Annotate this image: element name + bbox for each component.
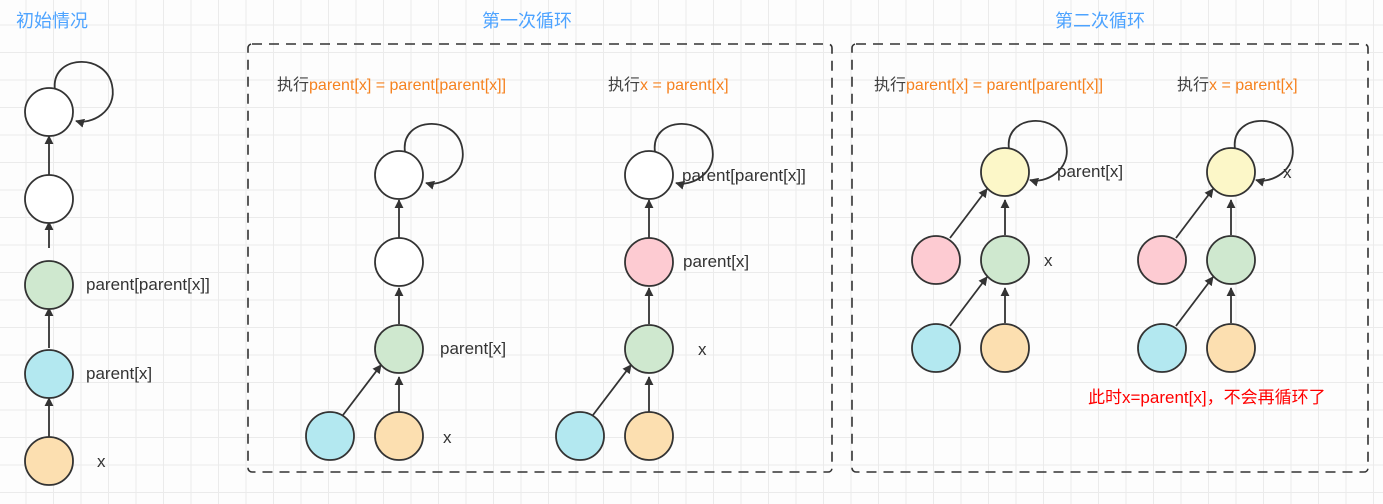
op-prefix: 执行 (1177, 77, 1210, 94)
node-orange (624, 411, 674, 461)
op-prefix: 执行 (874, 77, 907, 94)
node-pink (911, 235, 961, 285)
node-parent (624, 237, 674, 287)
node-blue (305, 411, 355, 461)
node-root (24, 87, 74, 137)
label-initial-grandparent: parent[parent[x]] (86, 275, 210, 294)
self-loop-arrow (654, 123, 714, 190)
op-code: x = parent[x] (640, 77, 729, 94)
node-blue (1137, 323, 1187, 373)
node-level4 (374, 237, 424, 287)
label-loop2a-parent: parent[x] (1057, 162, 1124, 181)
node-pink (1137, 235, 1187, 285)
node-green (1206, 235, 1256, 285)
node-orange (980, 323, 1030, 373)
node-blue (911, 323, 961, 373)
op-label-loop2-step-b: 执行x = parent[x] (1177, 76, 1298, 96)
node-x (374, 411, 424, 461)
section-title-loop1: 第一次循环 (482, 11, 572, 31)
label-loop1b-x: x (698, 340, 707, 359)
op-label-loop1-step-b: 执行x = parent[x] (608, 76, 729, 96)
node-blue (555, 411, 605, 461)
node-parent (24, 349, 74, 399)
op-prefix: 执行 (608, 77, 641, 94)
edge-pink-to-parent (949, 188, 988, 239)
edge-blue-to-parent (342, 364, 382, 416)
tree-initial (24, 61, 114, 486)
node-x (1206, 147, 1256, 197)
section-title-loop2: 第二次循环 (1055, 11, 1145, 31)
note-no-more-loop: 此时x=parent[x]，不会再循环了 (1088, 388, 1326, 407)
label-loop1b-parent: parent[x] (683, 252, 750, 271)
node-root (374, 150, 424, 200)
op-prefix: 执行 (277, 77, 310, 94)
label-initial-parent: parent[x] (86, 364, 153, 383)
label-loop2a-x: x (1044, 251, 1053, 270)
label-loop2b-x: x (1283, 163, 1292, 182)
self-loop-arrow (404, 123, 464, 190)
label-loop1a-parent: parent[x] (440, 339, 507, 358)
tree-loop1-step-b (555, 123, 714, 461)
tree-loop2-step-a (911, 120, 1068, 373)
op-label-loop2-step-a: 执行parent[x] = parent[parent[x]] (874, 76, 1103, 96)
self-loop-arrow (1234, 120, 1294, 187)
node-parent (980, 147, 1030, 197)
node-orange (1206, 323, 1256, 373)
op-code: parent[x] = parent[parent[x]] (906, 77, 1104, 94)
panel-border-loop2 (851, 43, 1369, 473)
tree-loop2-step-b (1137, 120, 1294, 373)
edge-blue-to-x (949, 276, 988, 327)
node-root (624, 150, 674, 200)
label-loop1a-x: x (443, 428, 452, 447)
node-parent (374, 324, 424, 374)
self-loop-arrow (54, 61, 114, 128)
edge-blue-to-green (1175, 276, 1214, 327)
label-loop1b-grandparent: parent[parent[x]] (682, 166, 806, 185)
panel-border-loop1 (247, 43, 833, 473)
edge-pink-to-x (1175, 188, 1214, 239)
op-code: parent[x] = parent[parent[x]] (309, 77, 507, 94)
tree-loop1-step-a (305, 123, 464, 461)
node-x (624, 324, 674, 374)
node-level4 (24, 174, 74, 224)
label-initial-x: x (97, 452, 106, 471)
node-x (24, 436, 74, 486)
node-grandparent (24, 260, 74, 310)
section-title-initial: 初始情况 (16, 11, 88, 31)
edge-blue-to-x (592, 364, 632, 416)
self-loop-arrow (1008, 120, 1068, 187)
op-code: x = parent[x] (1209, 77, 1298, 94)
node-x (980, 235, 1030, 285)
op-label-loop1-step-a: 执行parent[x] = parent[parent[x]] (277, 76, 506, 96)
